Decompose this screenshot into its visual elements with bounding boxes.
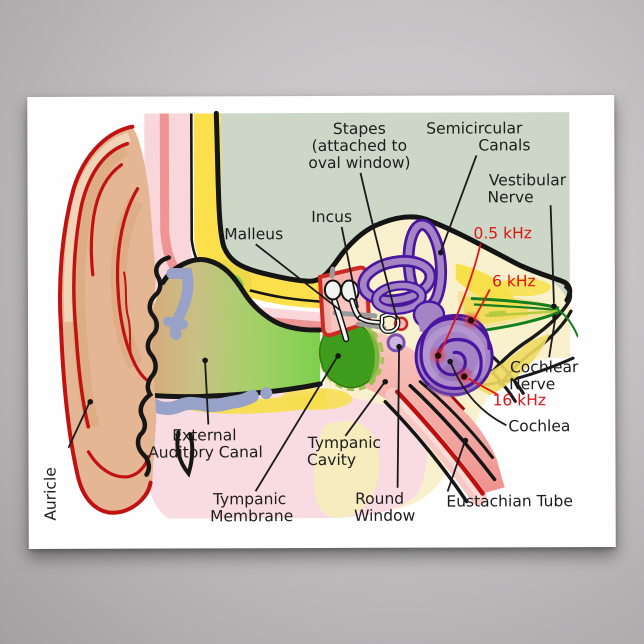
round-window-dot: [396, 343, 402, 350]
label-auricle: Auricle: [42, 467, 60, 521]
label-semicircular-2: Canals: [478, 136, 530, 154]
dot-16khz: [460, 373, 468, 380]
label-stapes-2: (attached to: [312, 137, 407, 155]
vestibular-dot: [551, 303, 557, 309]
semicircular-canal-lateral: [373, 282, 425, 313]
tympanic-membrane-leader: [254, 356, 338, 492]
membrane-light-edge: [365, 326, 380, 386]
label-tympanic-cavity-2: Cavity: [307, 451, 356, 469]
antihelix-line: [115, 187, 151, 384]
cartilage-upper: [166, 267, 194, 341]
label-stapes-3: oval window): [308, 154, 410, 172]
eustachian-dot: [462, 437, 469, 444]
eustachian-leader: [446, 442, 466, 492]
vestibular-leader: [549, 205, 555, 304]
dot-05khz: [434, 352, 442, 359]
label-cochlear: Cochlear: [510, 358, 579, 376]
label-round-window: Round: [355, 490, 404, 508]
stapes: [380, 313, 400, 333]
ear-diagram: Stapes (attached to oval window) Semicir…: [42, 110, 579, 525]
auricle-leader: [67, 402, 91, 449]
eustachian-red-stripe: [394, 389, 485, 496]
label-freq-05khz: 0.5 kHz: [473, 224, 531, 242]
tympanic-membrane-dashed-ring: [317, 318, 385, 392]
label-freq-16khz: 16 kHz: [493, 391, 546, 409]
label-external: External: [172, 426, 236, 444]
semicircular-leader: [439, 155, 478, 252]
malleus-head: [323, 279, 342, 301]
label-tympanic-membrane: Tympanic: [212, 490, 286, 508]
label-semicircular: Semicircular: [426, 119, 523, 137]
cochlear-nerve-leader: [548, 320, 556, 358]
dot-6khz: [467, 317, 475, 324]
cochlea-leader: [450, 363, 507, 427]
cavity-floor-cream: [314, 420, 380, 518]
label-round-window-2: Window: [354, 507, 415, 525]
eustachian-wall-upper: [408, 383, 497, 482]
nerve-line-2: [473, 303, 560, 312]
meatus-hook-curve: [490, 285, 573, 375]
helix-inner-line: [72, 141, 130, 429]
external-canal-leader: [204, 362, 210, 425]
cartilage-upper-foot: [162, 316, 189, 330]
leader-lines: [67, 155, 558, 492]
eustachian-tube-light: [396, 398, 484, 499]
stapes-leader: [359, 172, 398, 320]
label-cochlea: Cochlea: [508, 417, 570, 435]
label-malleus: Malleus: [224, 225, 283, 243]
freq-6-leader: [473, 288, 491, 320]
label-freq-6khz: 6 kHz: [492, 272, 536, 290]
round-window: [386, 333, 406, 353]
label-cochlear-2: Nerve: [509, 375, 555, 393]
nerve-olive-bulb: [488, 310, 507, 318]
head-sage-region: [216, 112, 570, 302]
nerve-exit: [558, 309, 579, 338]
poster: Stapes (attached to oval window) Semicir…: [27, 94, 616, 550]
malleus-top-bar: [329, 266, 336, 279]
label-tympanic-membrane-2: Membrane: [210, 507, 293, 525]
auricle-dot: [87, 399, 94, 405]
auricle-highlight: [63, 132, 131, 323]
nerve-line-3: [475, 310, 560, 333]
canal-top-outline: [160, 257, 323, 333]
tympanic-membrane-dot: [335, 353, 341, 359]
eustachian-wall-lower: [383, 400, 469, 504]
cochlea-dot: [447, 358, 453, 365]
label-tympanic-cavity: Tympanic: [307, 434, 381, 452]
semicircular-dot: [437, 249, 444, 256]
incus-leader: [340, 226, 359, 309]
label-vestibular: Vestibular: [489, 171, 567, 189]
yellow-highlight-6khz: [494, 278, 551, 297]
semicircular-canal-posterior: [359, 257, 434, 304]
labels: Stapes (attached to oval window) Semicir…: [42, 119, 579, 525]
label-external-2: Auditory Canal: [148, 443, 263, 461]
label-stapes: Stapes: [333, 120, 386, 138]
cochlea-light-ring: [422, 325, 486, 389]
cochlear-nerve-dot: [552, 314, 558, 320]
bone-yellow-blob: [455, 263, 515, 310]
yellow-below-cochlea: [468, 333, 551, 396]
eustachian-wall-accent: [418, 380, 494, 459]
head-contour: [213, 110, 573, 303]
lobe-notch-outline: [175, 430, 195, 478]
label-eustachian-tube: Eustachian Tube: [446, 492, 573, 510]
helix-fold-line: [89, 163, 124, 277]
cartilage-bit: [260, 387, 273, 400]
concha-red-wiggle: [122, 271, 134, 359]
malleus-handle: [332, 297, 348, 341]
auricle-outline: [57, 124, 153, 515]
tympanic-cavity-dot: [382, 378, 389, 385]
freq-16-leader: [467, 377, 498, 396]
auricle-shade-inner: [70, 142, 129, 429]
tympanic-cavity-leader: [344, 382, 385, 437]
malleus-leader: [255, 243, 342, 312]
tragus-outline: [135, 255, 172, 477]
external-canal-dot: [202, 357, 208, 364]
round-window-leader: [396, 347, 400, 488]
label-vestibular-2: Nerve: [487, 188, 533, 206]
cartilage-lower: [146, 389, 259, 415]
label-incus: Incus: [311, 208, 352, 226]
lobe-crease-line: [86, 450, 151, 479]
freq-05-leader: [439, 243, 482, 353]
